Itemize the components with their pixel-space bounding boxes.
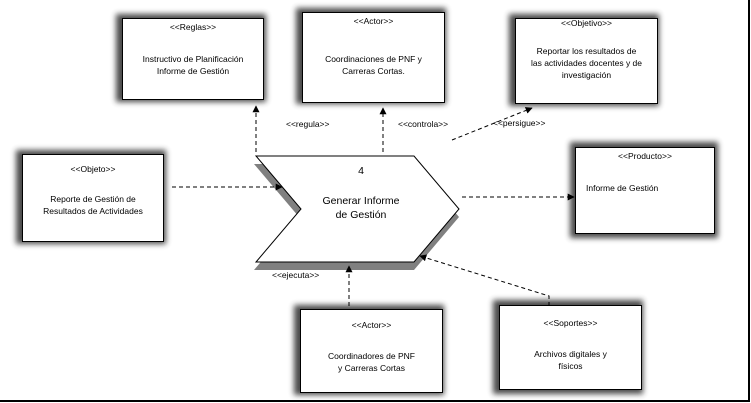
soportes-box: <<Soportes>> Archivos digitales y físico… [499,305,642,390]
producto-box: <<Producto>> Informe de Gestión [575,147,715,234]
actor-bottom-box: <<Actor>> Coordinadores de PNF y Carrera… [300,309,443,393]
producto-stereotype: <<Producto>> [618,151,672,161]
controla-label: <<controla>> [398,119,449,129]
producto-text: Informe de Gestión [586,183,659,193]
persigue-label: <<persigue>> [493,118,546,128]
actor-bottom-stereotype: <<Actor>> [351,320,392,330]
soportes-text: Archivos digitales y físicos [534,349,607,371]
actor-bottom-text: Coordinadores de PNF y Carreras Cortas [328,351,415,373]
reglas-stereotype: <<Reglas>> [169,22,217,32]
objetivo-text: Reportar los resultados de las actividad… [530,46,643,80]
soportes-stereotype: <<Soportes>> [543,318,598,328]
persigue-connector [451,107,533,141]
regula-label: <<regula>> [286,119,330,129]
objetivo-box: <<Objetivo>> Reportar los resultados de … [515,18,658,104]
ejecuta-label: <<ejecuta>> [272,270,320,280]
objeto-text: Reporte de Gestión de Resultados de Acti… [43,194,143,216]
process-title: Generar Informe de Gestión [322,195,400,221]
objetivo-stereotype: <<Objetivo>> [560,18,613,28]
actor-top-text: Coordinaciones de PNF y Carreras Cortas. [325,54,422,76]
process-number: 4 [358,165,364,177]
reglas-box: <<Reglas>> Instructivo de Planificación … [122,18,264,100]
process-shape [254,155,460,263]
actor-top-box: <<Actor>> Coordinaciones de PNF y Carrer… [302,12,445,103]
objeto-stereotype: <<Objeto>> [70,164,116,174]
soportes-connector [419,254,550,306]
actor-top-stereotype: <<Actor>> [353,16,394,26]
objeto-box: <<Objeto>> Reporte de Gestión de Resulta… [22,154,164,242]
reglas-text: Instructivo de Planificación Informe de … [142,54,244,76]
